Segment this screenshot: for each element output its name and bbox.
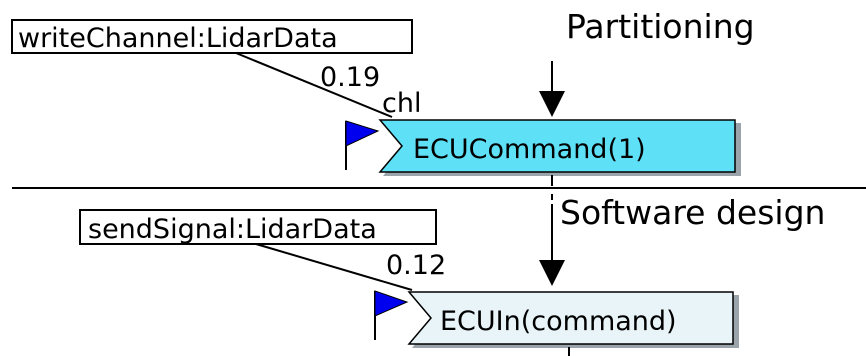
software-design-title: Software design — [560, 193, 825, 232]
write-channel-box — [11, 19, 413, 54]
send-signal-box — [79, 209, 437, 245]
ecu-command-event — [378, 119, 741, 176]
bottom-arrow-head — [539, 260, 565, 286]
send-signal-connector — [255, 243, 413, 291]
flag-icon — [374, 290, 409, 340]
top-arrow-head — [539, 91, 565, 117]
write-channel-connector — [235, 52, 393, 118]
top-value-label: 0.19 — [320, 62, 380, 93]
partitioning-title: Partitioning — [566, 7, 755, 46]
ecu-in-event — [407, 291, 739, 348]
send-signal-label: sendSignal:LidarData — [88, 214, 377, 245]
ecu-command-label: ECUCommand(1) — [413, 134, 646, 165]
write-channel-label: writeChannel:LidarData — [18, 23, 338, 54]
flag-icon — [345, 120, 380, 170]
channel-label: chl — [382, 88, 421, 119]
ecu-in-label: ECUIn(command) — [440, 306, 677, 337]
bottom-value-label: 0.12 — [386, 250, 446, 281]
